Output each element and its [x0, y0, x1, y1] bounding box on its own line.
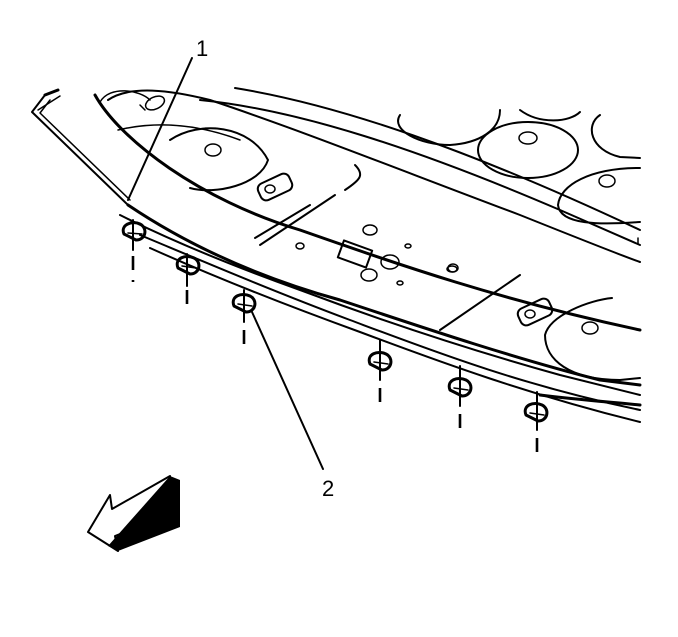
- fastener-4: [367, 339, 393, 408]
- center-plate: [254, 164, 521, 331]
- callout-label-1: 1: [196, 36, 209, 61]
- round-pads: [99, 90, 269, 192]
- panel-edge-flange: [31, 88, 131, 206]
- slot-bracket-left: [256, 172, 294, 202]
- panel-body-outline: [93, 87, 642, 332]
- callout-1-leader: [127, 57, 193, 201]
- fastener-6: [523, 391, 549, 456]
- fastener-3: [231, 289, 257, 350]
- fastener-1: [121, 219, 147, 282]
- fastener-5: [447, 365, 473, 434]
- callout-label-2: 2: [322, 476, 335, 501]
- fastener-2: [175, 253, 201, 312]
- upper-circles: [397, 109, 641, 381]
- slot-bracket-right: [516, 297, 554, 327]
- front-left-arrow-icon: [87, 475, 180, 552]
- panel-lower-rails: [119, 203, 642, 423]
- callout-2-leader: [251, 311, 324, 470]
